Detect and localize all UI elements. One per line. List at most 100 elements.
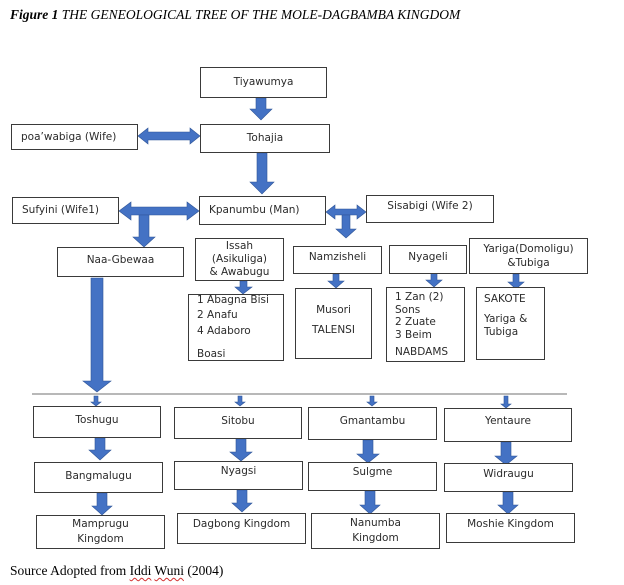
node-label-line: Nanumba	[350, 516, 401, 529]
node-sitobu: Sitobu	[174, 407, 302, 439]
node-label: Bangmalugu	[65, 470, 132, 483]
node-label-line: Yariga(Domoligu)	[483, 242, 574, 255]
node-label: Naa-Gbewaa	[86, 253, 155, 266]
down-arrow-sulgme-nanumba	[359, 490, 381, 515]
down-arrow-tiyawumya-tohajia	[249, 97, 273, 121]
child-name: 1 Zan (2)	[395, 291, 444, 303]
down-arrow-divider-yentaure	[500, 395, 512, 409]
node-label: Widraugu	[483, 468, 534, 480]
down-arrow-issah-children	[234, 280, 253, 295]
double-arrow-sufyini-kpanumbu	[118, 201, 200, 221]
node-label-line: Issah	[225, 239, 254, 252]
down-arrow-nyageli-children	[425, 272, 443, 288]
down-arrow-yariga-children	[507, 273, 525, 290]
node-nyageli: Nyageli	[389, 245, 467, 274]
node-gmantambu: Gmantambu	[308, 407, 437, 440]
figure-title: THE GENEOLOGICAL TREE OF THE MOLE-DAGBAM…	[61, 7, 461, 22]
down-arrow-divider-toshugu	[90, 395, 102, 407]
down-arrow-sitobu-nyagsi	[229, 438, 253, 462]
node-label: Toshugu	[75, 414, 119, 426]
node-namzisheli-children: Musori TALENSI	[295, 288, 372, 359]
down-arrow-bangmalugu-mamprugu	[91, 492, 113, 516]
node-nyageli-children: 1 Zan (2) Sons 2 Zuate 3 Beim NABDAMS	[386, 287, 465, 362]
node-label: Tohajia	[246, 132, 284, 145]
down-arrow-toshugu-bangmalugu	[88, 437, 112, 461]
tribe-name: TALENSI	[312, 323, 355, 336]
node-label-line: Kingdom	[77, 533, 124, 545]
node-label-line: Kingdom	[352, 532, 399, 544]
node-toshugu: Toshugu	[33, 406, 161, 438]
child-name: 3 Beim	[395, 328, 432, 341]
node-label: Sisabigi (Wife 2)	[387, 200, 473, 213]
node-label-line: (Asikuliga)	[211, 252, 268, 265]
node-label-line: Mamprugu	[72, 517, 129, 530]
tribe-name: Boasi	[197, 347, 226, 360]
node-label-line: & Awabugu	[209, 266, 270, 279]
node-label: Sulgme	[352, 466, 393, 478]
node-tiyawumya: Tiyawumya	[200, 67, 327, 98]
node-issah-asikuliga-awabugu: Issah (Asikuliga) & Awabugu	[195, 238, 284, 281]
down-arrow-tohajia-kpanumbu	[249, 152, 275, 195]
node-label: Nyagsi	[220, 465, 257, 477]
double-arrow-poawabiga-tohajia	[137, 127, 201, 145]
down-arrow-nyagsi-dagbong	[231, 489, 253, 513]
child-name: 1 Abagna Bisi	[197, 294, 269, 307]
down-arrow-widraugu-moshie	[497, 491, 519, 515]
node-label: Gmantambu	[339, 415, 406, 427]
node-label-line: &Tubiga	[507, 257, 550, 269]
down-arrow-to-namzisheli	[335, 214, 357, 239]
node-label: poa’wabiga (Wife)	[21, 130, 117, 143]
child-name: Yariga &	[484, 312, 528, 325]
node-label: Sitobu	[221, 415, 255, 427]
down-arrow-gmantambu-sulgme	[356, 439, 380, 464]
down-arrow-to-naa-gbewaa	[132, 214, 156, 248]
down-arrow-naa-gbewaa-long	[82, 277, 112, 393]
node-naa-gbewaa: Naa-Gbewaa	[57, 247, 184, 277]
node-sufyini-wife1: Sufyini (Wife1)	[12, 197, 119, 224]
node-label: Tiyawumya	[233, 76, 294, 89]
child-name: 2 Zuate	[395, 316, 436, 329]
node-yentaure: Yentaure	[444, 408, 572, 442]
figure-caption: Figure 1 THE GENEOLOGICAL TREE OF THE MO…	[10, 7, 460, 23]
node-label: Yentaure	[485, 414, 531, 427]
node-label: Moshie Kingdom	[467, 518, 554, 530]
node-mamprugu-kingdom: Mamprugu Kingdom	[36, 515, 165, 549]
node-nyagsi: Nyagsi	[174, 461, 303, 490]
node-tohajia: Tohajia	[200, 124, 330, 153]
source-prefix: Source Adopted from	[10, 563, 127, 578]
down-arrow-namzisheli-children	[327, 273, 345, 289]
tribe-name: SAKOTE	[484, 293, 526, 305]
down-arrow-divider-sitobu	[234, 395, 246, 407]
node-bangmalugu: Bangmalugu	[34, 462, 163, 493]
node-label: Nyageli	[408, 251, 448, 264]
node-yariga-children: SAKOTE Yariga & Tubiga	[476, 287, 545, 360]
node-nanumba-kingdom: Nanumba Kingdom	[311, 513, 440, 549]
node-label: Sufyini (Wife1)	[22, 204, 99, 217]
source-author-first: Iddi	[129, 563, 152, 578]
down-arrow-divider-gmantambu	[366, 395, 378, 407]
figure-label: Figure 1	[10, 7, 59, 22]
child-name: Musori	[316, 304, 351, 316]
child-name: Sons	[395, 303, 421, 316]
source-year: (2004)	[187, 563, 224, 578]
node-poawabiga-wife: poa’wabiga (Wife)	[11, 124, 138, 150]
tribe-name: NABDAMS	[395, 346, 449, 359]
node-label: Dagbong Kingdom	[192, 518, 291, 530]
node-dagbong-kingdom: Dagbong Kingdom	[177, 513, 306, 544]
child-name: 2 Anafu	[197, 309, 238, 322]
node-label: Kpanumbu (Man)	[209, 204, 300, 217]
node-namzisheli: Namzisheli	[293, 246, 382, 274]
node-yariga-domoligu-tubiga: Yariga(Domoligu) &Tubiga	[469, 238, 588, 274]
child-name: 4 Adaboro	[197, 324, 251, 337]
node-kpanumbu-man: Kpanumbu (Man)	[199, 196, 326, 225]
down-arrow-yentaure-widraugu	[494, 441, 518, 466]
node-widraugu: Widraugu	[444, 463, 573, 492]
source-citation: Source Adopted from Iddi Wuni (2004)	[10, 563, 223, 579]
node-sulgme: Sulgme	[308, 462, 437, 491]
child-name: Tubiga	[484, 326, 519, 339]
node-label: Namzisheli	[308, 251, 367, 264]
node-issah-children: 1 Abagna Bisi 2 Anafu 4 Adaboro Boasi	[188, 294, 284, 361]
source-author-last: Wuni	[154, 563, 184, 578]
node-sisabigi-wife2: Sisabigi (Wife 2)	[366, 195, 494, 223]
